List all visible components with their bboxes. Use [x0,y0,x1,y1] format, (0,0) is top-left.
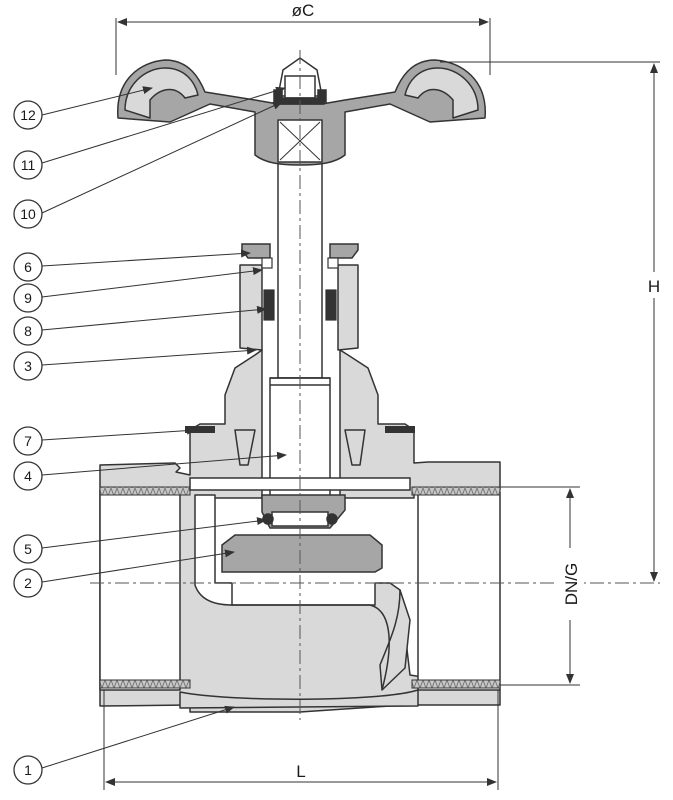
svg-text:4: 4 [24,468,32,484]
leader-lines [41,86,287,769]
extension-lines [103,18,660,790]
dim-label-nominal: DN/G [562,563,581,606]
callout-3: 3 [13,351,43,381]
svg-text:12: 12 [20,107,36,123]
disc [221,534,383,573]
dim-label-diameter: øC [292,1,315,20]
thread-right [411,486,501,689]
callout-10: 10 [13,199,43,229]
callout-6: 6 [13,252,43,282]
callout-8: 8 [13,316,43,346]
svg-text:6: 6 [24,259,32,275]
svg-text:5: 5 [24,541,32,557]
bonnet [234,264,366,466]
svg-text:11: 11 [21,157,36,173]
svg-text:1: 1 [24,762,32,778]
callout-5: 5 [13,534,43,564]
dimension-height: H [640,63,668,582]
callout-7: 7 [13,426,43,456]
disc-holder [261,494,346,529]
dim-label-length: L [296,762,305,781]
svg-text:2: 2 [24,575,32,591]
svg-text:10: 10 [20,206,36,222]
callout-2: 2 [13,568,43,598]
dimension-diameter: øC [117,1,489,26]
dim-label-height: H [648,277,660,296]
callout-12: 12 [13,100,43,130]
svg-text:8: 8 [24,323,32,339]
callout-4: 4 [13,461,43,491]
svg-text:7: 7 [24,433,32,449]
callout-1: 1 [13,755,43,785]
callout-11: 11 [13,150,43,180]
gasket [185,426,415,433]
callout-9: 9 [13,283,43,313]
packing [261,257,339,321]
valve-body [99,349,501,713]
thread-left [99,486,191,689]
dimension-length: L [105,762,497,786]
svg-text:3: 3 [24,358,32,374]
svg-text:9: 9 [24,290,32,306]
dimension-nominal: DN/G [556,488,584,684]
